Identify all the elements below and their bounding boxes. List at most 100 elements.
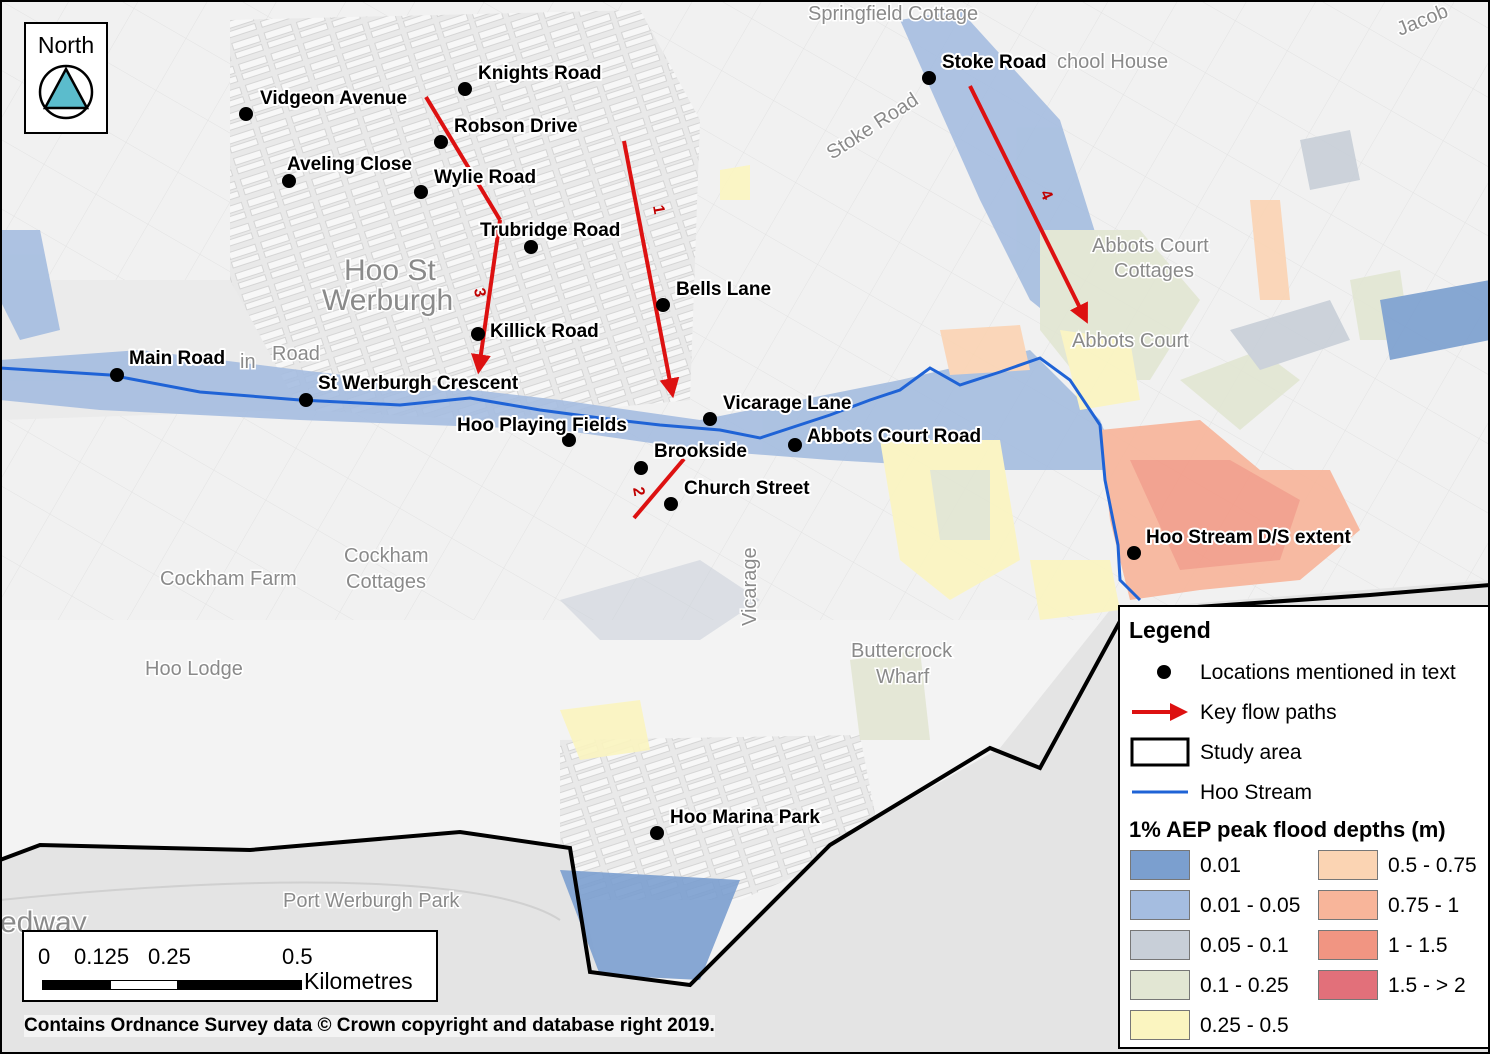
- depth-swatch: [1130, 1010, 1190, 1040]
- depth-swatch: [1130, 970, 1190, 1000]
- label-stoke-road: Stoke Road: [942, 52, 1047, 73]
- label-trubridge-road: Trubridge Road: [480, 220, 620, 241]
- depth-swatch: [1318, 850, 1378, 880]
- dot-wylie-road[interactable]: [414, 185, 428, 199]
- north-label: North: [37, 32, 95, 58]
- dot-robson-drive[interactable]: [434, 135, 448, 149]
- dot-killick-road[interactable]: [471, 327, 485, 341]
- label-abbots-court-road: Abbots Court Road: [807, 426, 981, 447]
- label-main-road: Main Road: [129, 348, 225, 369]
- bg-label-hoo-st: Hoo St: [344, 254, 436, 287]
- depth-class-4: 0.1 - 0.25: [1130, 970, 1310, 1000]
- depth-swatch: [1130, 930, 1190, 960]
- flow-path-3b: [424, 95, 502, 222]
- label-knights-road: Knights Road: [478, 63, 602, 84]
- scale-tick-0125: 0.125: [74, 944, 130, 969]
- bg-label-abbots-court-2: Cottages: [1114, 260, 1194, 282]
- hoo-urban-area: [230, 10, 700, 420]
- bg-label-cockham-farm: Cockham Farm: [160, 568, 297, 590]
- legend-item-study-area: Study area: [1130, 737, 1490, 767]
- north-arrow-icon: [38, 64, 94, 120]
- depth-legend-title: 1% AEP peak flood depths (m): [1129, 817, 1446, 842]
- bg-label-werburgh: Werburgh: [322, 284, 453, 317]
- label-hoo-stream-ds-extent: Hoo Stream D/S extent: [1146, 527, 1351, 548]
- dot-st-werburgh-crescent[interactable]: [299, 393, 313, 407]
- label-vicarage-lane: Vicarage Lane: [723, 393, 852, 414]
- bg-label-main-partial: in: [240, 351, 256, 373]
- north-arrow: North: [24, 22, 108, 134]
- dot-church-street[interactable]: [664, 497, 678, 511]
- flow-path-3-number: 3: [470, 287, 488, 299]
- dot-bells-lane[interactable]: [656, 298, 670, 312]
- scale-tick-05: 0.5: [282, 944, 313, 969]
- copyright-notice: Contains Ordnance Survey data © Crown co…: [24, 1015, 715, 1037]
- dot-hoo-playing-fields[interactable]: [562, 433, 576, 447]
- bg-label-hoo-lodge: Hoo Lodge: [145, 658, 243, 680]
- depth-swatch: [1130, 850, 1190, 880]
- flow-arrow-icon: [1132, 703, 1188, 721]
- legend-item-hoo-stream: Hoo Stream: [1130, 777, 1490, 807]
- dot-hoo-marina-park[interactable]: [650, 826, 664, 840]
- flood-depth-layer: [0, 10, 1490, 980]
- label-hoo-marina-park: Hoo Marina Park: [670, 807, 820, 828]
- dot-vidgeon-avenue[interactable]: [239, 107, 253, 121]
- bg-label-vicarage: Vicarage: [739, 547, 761, 626]
- label-hoo-playing-fields: Hoo Playing Fields: [457, 415, 627, 436]
- scale-segment-2: [110, 980, 178, 990]
- hoo-stream: [0, 356, 1142, 602]
- depth-class-3: 0.05 - 0.1: [1130, 930, 1310, 960]
- dot-brookside[interactable]: [634, 461, 648, 475]
- label-killick-road: Killick Road: [490, 321, 599, 342]
- scale-segment-1: [42, 980, 110, 990]
- depth-swatch: [1318, 930, 1378, 960]
- dot-trubridge-road[interactable]: [524, 240, 538, 254]
- scale-unit: Kilometres: [304, 968, 413, 994]
- label-wylie-road: Wylie Road: [434, 167, 536, 188]
- dot-vicarage-lane[interactable]: [703, 412, 717, 426]
- dot-main-road[interactable]: [110, 368, 124, 382]
- dot-stoke-road[interactable]: [922, 71, 936, 85]
- depth-class-8: 1 - 1.5: [1318, 930, 1488, 960]
- depth-class-6: 0.5 - 0.75: [1318, 850, 1488, 880]
- dot-knights-road[interactable]: [458, 82, 472, 96]
- legend-item-locations: Locations mentioned in text: [1130, 657, 1490, 687]
- scale-bar: 0 0.125 0.25 0.5 Kilometres: [22, 930, 438, 1002]
- label-st-werburgh-crescent: St Werburgh Crescent: [318, 373, 519, 394]
- depth-swatch: [1318, 890, 1378, 920]
- legend-item-flow-paths: Key flow paths: [1130, 697, 1490, 727]
- scale-segment-3: [178, 980, 302, 990]
- label-vidgeon-avenue: Vidgeon Avenue: [260, 88, 407, 109]
- depth-class-2: 0.01 - 0.05: [1130, 890, 1310, 920]
- label-robson-drive: Robson Drive: [454, 116, 578, 137]
- dot-hoo-stream-ds-extent[interactable]: [1127, 546, 1141, 560]
- flow-path-3: [471, 219, 502, 375]
- dot-abbots-court-road[interactable]: [788, 438, 802, 452]
- depth-class-7: 0.75 - 1: [1318, 890, 1488, 920]
- bg-label-buttercrock-1: Buttercrock: [851, 640, 953, 662]
- label-brookside: Brookside: [654, 441, 747, 462]
- bg-label-road: Road: [272, 343, 320, 365]
- flow-path-2-number: 2: [629, 486, 647, 498]
- bg-label-school-house: chool House: [1057, 51, 1168, 73]
- dot-aveling-close[interactable]: [282, 174, 296, 188]
- location-labels: Vidgeon Avenue Knights Road Robson Drive…: [127, 50, 1353, 830]
- depth-class-5: 0.25 - 0.5: [1130, 1010, 1310, 1040]
- bg-label-springfield: Springfield Cottage: [808, 3, 978, 25]
- scale-tick-025: 0.25: [148, 944, 191, 969]
- depth-swatch: [1318, 970, 1378, 1000]
- location-dot-icon: [1157, 665, 1171, 679]
- bg-label-buttercrock-2: Wharf: [876, 666, 930, 688]
- flow-path-2: [632, 457, 686, 520]
- scale-tick-0: 0: [38, 944, 51, 969]
- depth-class-1: 0.01: [1130, 850, 1310, 880]
- legend: Legend Locations mentioned in text Key f…: [1118, 605, 1490, 1049]
- bg-label-cockham-2: Cottages: [346, 571, 426, 593]
- bg-label-abbots-court-1: Abbots Court: [1092, 235, 1209, 257]
- label-aveling-close: Aveling Close: [287, 154, 412, 175]
- bg-label-abbots-court: Abbots Court: [1072, 330, 1189, 352]
- depth-class-9: 1.5 - > 2: [1318, 970, 1488, 1000]
- marina-urban-area: [560, 735, 880, 900]
- flow-path-4: [968, 85, 1088, 324]
